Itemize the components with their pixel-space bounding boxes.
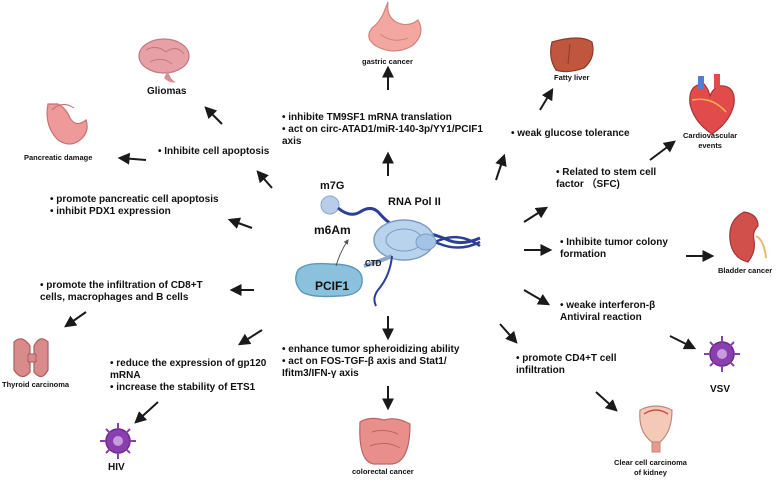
kidney-icon	[729, 211, 767, 263]
ctd-label: CTD	[365, 259, 382, 268]
clear-cell-carcinoma-label: Clear cell carcinoma of kidney	[614, 458, 687, 478]
hiv-virus-icon	[100, 423, 136, 459]
arrow-center-right-upper	[523, 206, 549, 223]
arrow-to-pancreatic	[117, 152, 147, 165]
bladder-organ-icon	[639, 405, 673, 453]
arrow-to-thyroid	[64, 311, 87, 328]
rna-pol-label: RNA Pol II	[388, 196, 441, 208]
clear-cell-label-line2: of kidney	[634, 468, 667, 477]
cardiovascular-label-line2: events	[698, 141, 722, 150]
ctd-tail	[363, 254, 393, 268]
colorectal-cancer-label: colorectal cancer	[352, 467, 414, 476]
gastric-effect-3: axis	[282, 136, 302, 147]
thyroid-effect-2: cells, macrophages and B cells	[40, 292, 189, 303]
vsv-effects: • weake interferon-β Antiviral reaction	[560, 300, 655, 324]
heart-icon	[689, 74, 735, 135]
vsv-virus-icon	[704, 336, 740, 372]
central-mechanism	[295, 195, 481, 307]
stomach-icon	[368, 1, 422, 52]
kidney-effect-2: infiltration	[516, 365, 565, 376]
gastric-effects: • inhibite TM9SF1 mRNA translation • act…	[282, 112, 483, 148]
pancreatic-effect-1: • promote pancreatic cell apoptosis	[50, 194, 219, 205]
bladder-effect-1: • Inhibite tumor colony	[560, 237, 668, 248]
arrow-center-lowright	[499, 323, 518, 344]
bladder-cancer-label: Bladder cancer	[718, 266, 773, 275]
colorectal-effect-2: • act on FOS-TGF-β axis and Stat1/	[282, 356, 447, 367]
thyroid-effects: • promote the infiltration of CD8+T cell…	[40, 280, 203, 304]
gastric-effect-1: • inhibite TM9SF1 mRNA translation	[282, 112, 452, 123]
fatty-liver-label: Fatty liver	[554, 73, 590, 82]
m6am-label: m6Am	[314, 223, 351, 237]
liver-icon	[550, 37, 594, 73]
arrow-center-upright	[495, 153, 507, 181]
cardiovascular-label: Cardiovascular events	[683, 131, 737, 151]
hiv-effect-2: mRNA	[110, 370, 141, 381]
bladder-effect-2: formation	[560, 249, 607, 260]
hiv-label: HIV	[108, 462, 125, 473]
kidney-effects: • promote CD4+T cell infiltration	[516, 353, 616, 377]
thyroid-carcinoma-label: Thyroid carcinoma	[2, 380, 70, 389]
colorectal-effects: • enhance tumor spheroidizing ability • …	[282, 344, 459, 380]
kidney-effect-1: • promote CD4+T cell	[516, 353, 617, 364]
arrow-to-vsv	[669, 335, 697, 350]
vsv-effect-2: Antiviral reaction	[560, 312, 642, 323]
pancreas-icon	[46, 103, 88, 145]
hiv-effect-3: • increase the stability of ETS1	[110, 382, 256, 393]
intestine-icon	[359, 417, 411, 465]
fatty-liver-effect: • weak glucose tolerance	[511, 128, 630, 139]
cardiovascular-effect-2: factor （SFC)	[556, 179, 620, 190]
gliomas-label: Gliomas	[147, 86, 187, 97]
arrow-center-upleft	[256, 170, 273, 189]
arrow-to-fatty-liver	[539, 87, 554, 111]
hiv-effect-1: • reduce the expression of gp120	[110, 358, 267, 369]
gastric-cancer-label: gastric cancer	[362, 57, 413, 66]
pcif1-label: PCIF1	[315, 279, 350, 293]
gastric-effect-2: • act on circ-ATAD1/miR-140-3p/YY1/PCIF1	[282, 124, 483, 135]
brain-icon	[138, 38, 190, 83]
bladder-effects: • Inhibite tumor colony formation	[560, 237, 668, 261]
gliomas-effect: • Inhibite cell apoptosis	[158, 146, 270, 157]
pancreatic-effect-2: • inhibit PDX1 expression	[50, 206, 171, 217]
arrow-to-kidney	[595, 391, 618, 412]
m7g-cap-icon	[320, 195, 340, 215]
arrow-center-right-lower	[523, 289, 551, 306]
arrow-to-cardiovascular	[649, 140, 676, 161]
cardiovascular-effect-1: • Related to stem cell	[556, 167, 657, 178]
arrow-to-hiv	[134, 401, 159, 424]
pancreatic-damage-label: Pancreatic damage	[24, 153, 93, 162]
thyroid-effect-1: • promote the infiltration of CD8+T	[40, 280, 203, 291]
hiv-effects: • reduce the expression of gp120 mRNA • …	[110, 358, 266, 394]
vsv-label: VSV	[710, 384, 731, 395]
cardiovascular-label-line1: Cardiovascular	[683, 131, 738, 140]
colorectal-effect-3: Ifitm3/IFN-γ axis	[282, 368, 359, 379]
vsv-effect-1: • weake interferon-β	[560, 300, 656, 311]
arrow-to-gliomas	[204, 106, 223, 125]
colorectal-effect-1: • enhance tumor spheroidizing ability	[282, 344, 460, 355]
clear-cell-label-line1: Clear cell carcinoma	[614, 458, 687, 467]
arrow-center-lowleft	[237, 329, 263, 346]
cardiovascular-effects: • Related to stem cell factor （SFC)	[556, 167, 656, 191]
pancreatic-effects: • promote pancreatic cell apoptosis • in…	[50, 194, 219, 218]
m7g-label: m7G	[320, 180, 345, 192]
pcif1-enzyme-shape	[295, 262, 363, 298]
thyroid-icon	[13, 338, 49, 378]
arrow-center-left-upper	[227, 217, 253, 229]
